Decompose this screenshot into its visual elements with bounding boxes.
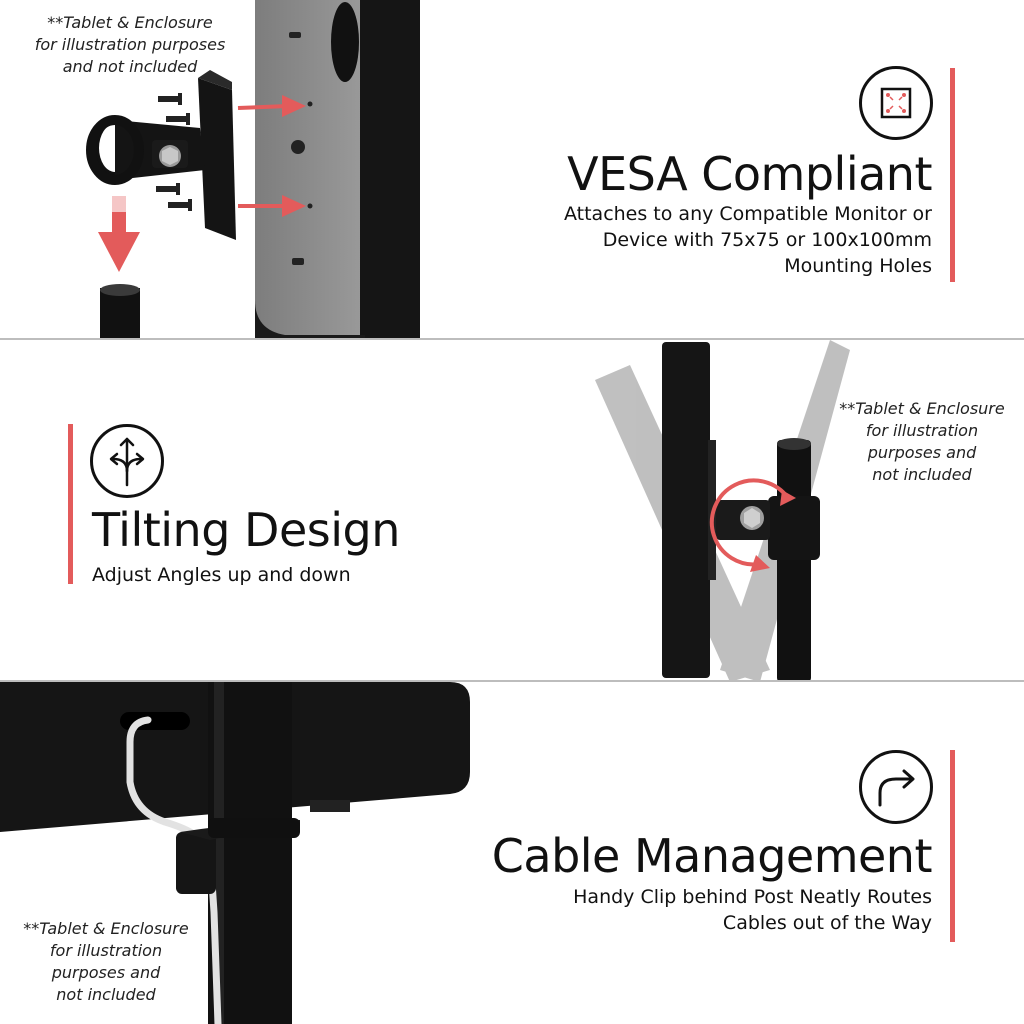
split-arrows-icon <box>90 424 164 498</box>
section-description-line: Mounting Holes <box>784 255 932 277</box>
disclaimer-note-3-line-1: **Tablet & Enclosure <box>23 919 189 938</box>
cable-clip-illustration <box>0 682 470 1024</box>
accent-bar <box>950 750 955 942</box>
tilt-illustration <box>595 340 850 682</box>
section-description: Handy Clip behind Post Neatly Routes Cab… <box>492 884 932 936</box>
cable-management-section: **Tablet & Enclosure for illustration pu… <box>0 682 1024 1024</box>
disclaimer-note-1: **Tablet & Enclosure for illustration pu… <box>20 12 240 78</box>
disclaimer-note-2-line-2: for illustration <box>865 421 979 440</box>
disclaimer-note-3-line-3: purposes and <box>51 963 161 982</box>
disclaimer-note-2-line-3: purposes and <box>867 443 977 462</box>
disclaimer-note-1-line-2: for illustration purposes <box>34 35 226 54</box>
disclaimer-note-3-line-4: not included <box>56 985 156 1004</box>
section-description: Adjust Angles up and down <box>92 562 492 588</box>
vesa-section: **Tablet & Enclosure for illustration pu… <box>0 0 1024 340</box>
section-description-line: Handy Clip behind Post Neatly Routes <box>573 886 932 908</box>
disclaimer-note-2-line-1: **Tablet & Enclosure <box>839 399 1005 418</box>
disclaimer-note-2: **Tablet & Enclosure for illustration pu… <box>822 398 1022 486</box>
disclaimer-note-1-line-1: **Tablet & Enclosure <box>47 13 213 32</box>
accent-bar <box>68 424 73 584</box>
section-title: Cable Management <box>491 829 933 883</box>
vesa-mount-illustration <box>86 0 420 340</box>
disclaimer-note-3-line-2: for illustration <box>49 941 163 960</box>
curved-arrow-icon <box>859 750 933 824</box>
section-title: Tilting Design <box>92 503 400 557</box>
vesa-pattern-icon <box>859 66 933 140</box>
section-description-line: Cables out of the Way <box>722 912 932 934</box>
section-title: VESA Compliant <box>567 147 932 201</box>
accent-bar <box>950 68 955 282</box>
section-description-line: Attaches to any Compatible Monitor or <box>563 203 932 225</box>
section-description: Attaches to any Compatible Monitor or De… <box>512 201 932 279</box>
tilting-section: Tilting Design Adjust Angles up and down… <box>0 340 1024 682</box>
section-description-line: Device with 75x75 or 100x100mm <box>602 229 932 251</box>
section-description-line: Adjust Angles up and down <box>92 564 351 586</box>
disclaimer-note-2-line-4: not included <box>872 465 972 484</box>
disclaimer-note-1-line-3: and not included <box>62 57 198 76</box>
disclaimer-note-3: **Tablet & Enclosure for illustration pu… <box>6 918 206 1006</box>
